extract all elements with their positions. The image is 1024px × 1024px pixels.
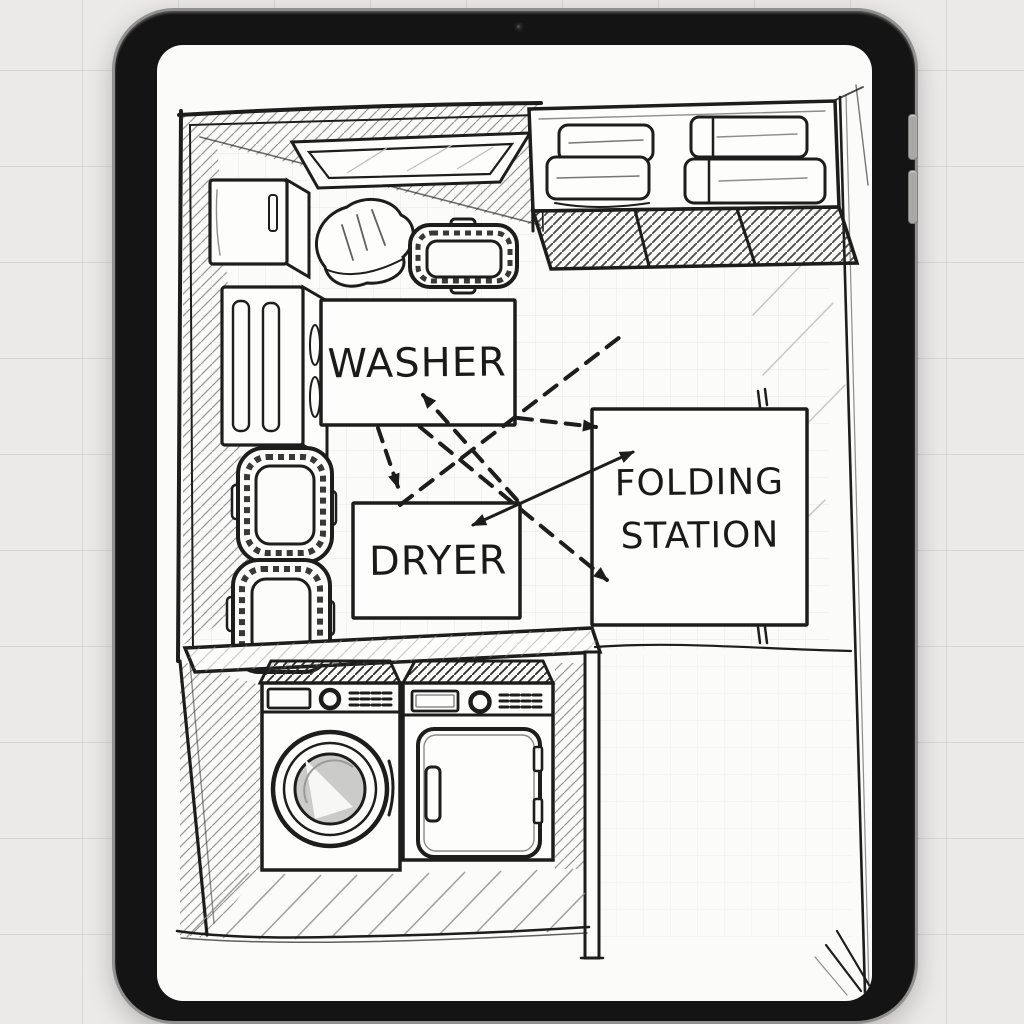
laundry-room-sketch: WASHER DRYER FOLDING STATION <box>175 84 871 996</box>
dryer-knob <box>468 690 492 714</box>
supply-box <box>208 177 311 280</box>
clothes-pile <box>315 197 415 288</box>
dryer-door-icon <box>416 727 544 859</box>
dryer-display <box>410 689 460 713</box>
washer-box <box>319 298 517 427</box>
volume-down-button <box>908 170 918 224</box>
tablet: WASHER DRYER FOLDING STATION <box>112 8 918 1024</box>
laundry-basket-1 <box>230 446 338 564</box>
arrow-washer-to-folding <box>516 416 598 432</box>
washer-display <box>266 687 312 710</box>
folding-station-label-line2: STATION <box>620 515 779 558</box>
arrow-dryer-folding-double <box>471 450 635 527</box>
flow-arrows <box>376 335 635 582</box>
dryer-machine <box>400 659 556 862</box>
detergent-caddy <box>408 217 519 295</box>
front-camera-icon <box>515 23 523 31</box>
washer-machine <box>257 659 403 872</box>
divider-wall <box>579 650 605 960</box>
shelf-front-panels <box>530 205 860 271</box>
arrow-dryer-to-upper-right <box>398 335 622 507</box>
dryer-box <box>351 501 522 620</box>
bottom-left-wall <box>178 659 215 937</box>
arrow-washer-to-dryer <box>376 426 400 489</box>
tablet-screen: WASHER DRYER FOLDING STATION <box>157 45 872 1001</box>
floor-wall-junction-line <box>593 643 853 653</box>
dryer-label: DRYER <box>369 537 508 584</box>
arrow-dryer-to-washer <box>421 393 519 502</box>
room-walls <box>176 84 870 995</box>
folding-station-label-line1: FOLDING <box>615 462 785 505</box>
floor <box>175 868 871 996</box>
dryer-vents <box>498 693 543 709</box>
volume-up-button <box>908 114 918 160</box>
washer-label: WASHER <box>327 339 507 387</box>
shelf-with-towels <box>527 99 860 271</box>
towel-stack-left <box>545 123 655 208</box>
towel-stack-right <box>683 115 827 205</box>
bottom-right-wall-corner <box>814 929 871 996</box>
washer-knob <box>318 687 342 711</box>
storage-cabinet <box>220 284 329 464</box>
dryer-door-handle <box>424 765 442 823</box>
window <box>289 131 533 190</box>
washer-vents <box>348 691 393 707</box>
washer-door-icon <box>270 729 395 849</box>
